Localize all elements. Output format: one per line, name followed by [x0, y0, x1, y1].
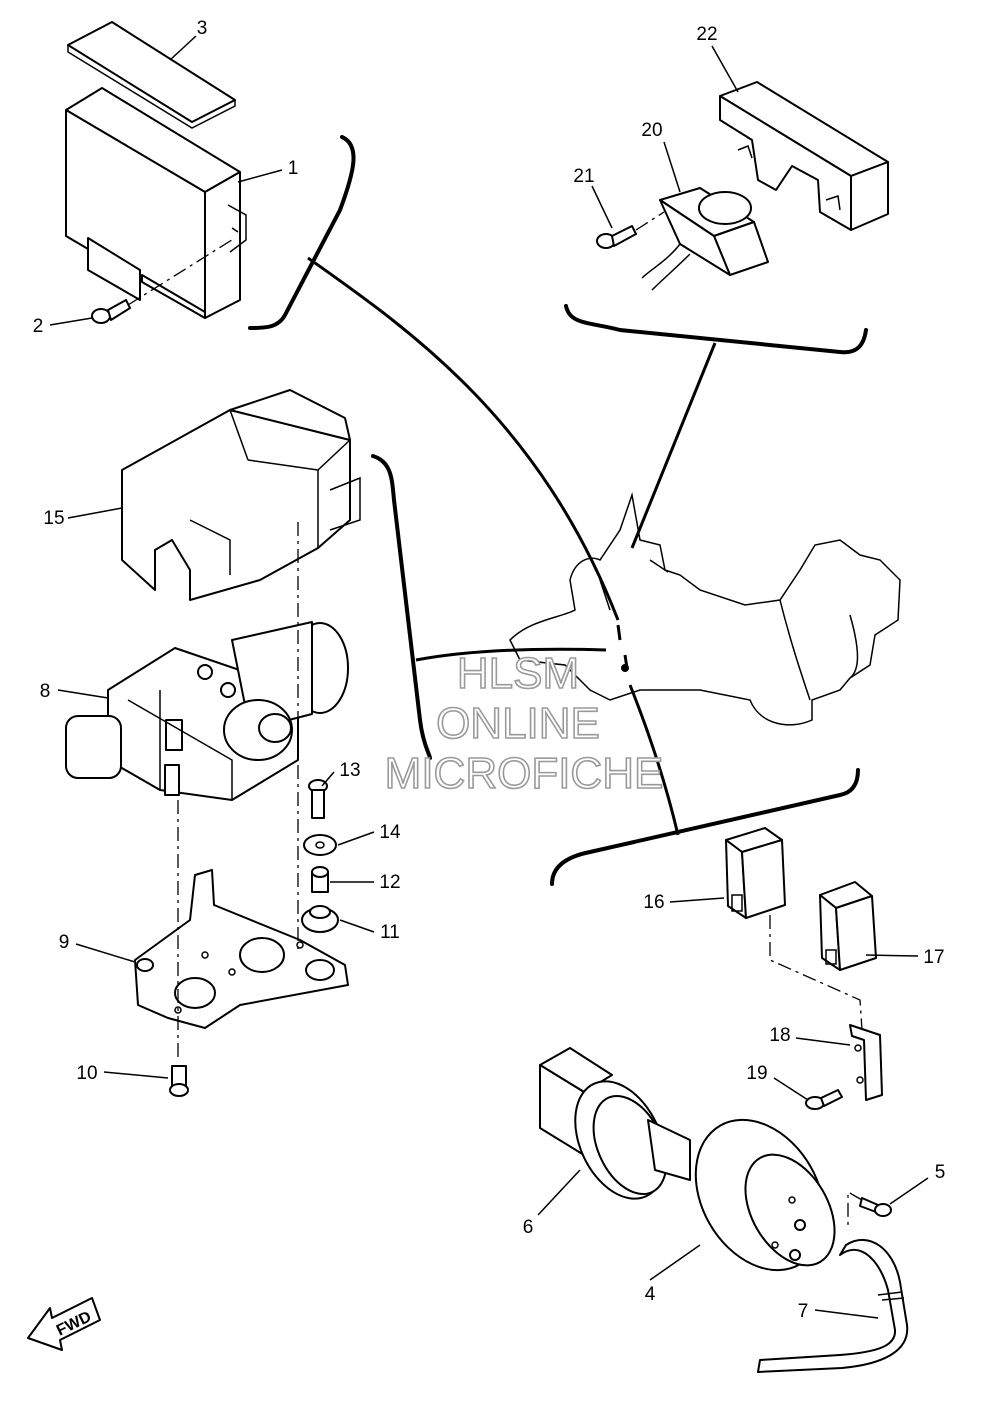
- part-22-cover: [719, 81, 889, 231]
- callout-13: 13: [339, 760, 360, 781]
- callout-1: 1: [288, 158, 299, 179]
- part-2-screw: [91, 237, 236, 324]
- callout-7: 7: [798, 1301, 809, 1322]
- callout-leader-14: [337, 831, 375, 846]
- callout-leader-10: [103, 1071, 169, 1079]
- callout-leader-18: [795, 1037, 851, 1046]
- location-leader-4: [628, 684, 680, 836]
- forward-arrow-icon: FWD: [27, 1297, 101, 1351]
- part-5-screw: [847, 1190, 892, 1230]
- callout-leader-7: [814, 1309, 879, 1319]
- callout-leader-3: [169, 35, 197, 61]
- location-leader-2: [630, 342, 717, 549]
- callout-4: 4: [645, 1284, 656, 1305]
- callout-17: 17: [923, 947, 944, 968]
- callout-2: 2: [33, 316, 44, 337]
- callout-leader-1: [237, 169, 283, 183]
- part-10-bolt: [169, 1065, 189, 1097]
- part-21-screw: [596, 211, 665, 249]
- callout-leader-15: [67, 507, 123, 519]
- part-12-collar: [311, 866, 329, 893]
- part-1-control-unit: [65, 87, 247, 319]
- watermark-line-2: ONLINE: [436, 699, 600, 748]
- callout-leader-6: [537, 1169, 581, 1216]
- callout-6: 6: [523, 1217, 534, 1238]
- part-6-horn: [539, 1047, 691, 1200]
- part-18-bracket: [849, 1024, 883, 1101]
- part-11-grommet: [301, 905, 339, 933]
- callout-5: 5: [935, 1162, 946, 1183]
- callout-leader-13: [321, 771, 335, 787]
- callout-22: 22: [696, 24, 717, 45]
- part-17-relay: [819, 881, 877, 971]
- callout-leader-2: [49, 317, 93, 326]
- part-4-horn-body: [694, 1118, 836, 1272]
- part-15-unit-cover: [121, 389, 361, 601]
- location-dot: [621, 664, 629, 672]
- part-7-hose: [757, 1239, 909, 1373]
- part-3-pad: [67, 21, 236, 129]
- group-bracket-top-right: [564, 304, 868, 355]
- part-13-bolt: [308, 779, 328, 819]
- callout-16: 16: [643, 892, 664, 913]
- callout-leader-19: [773, 1077, 809, 1101]
- part-8-hydraulic-unit: [65, 621, 349, 801]
- watermark-line-3: MICROFICHE: [385, 749, 664, 798]
- callout-leader-8: [57, 689, 109, 699]
- part-16-relay: [725, 827, 786, 919]
- callout-leader-22: [711, 45, 739, 93]
- callout-18: 18: [769, 1025, 790, 1046]
- location-mark: [616, 624, 629, 669]
- part-14-washer: [303, 834, 337, 856]
- callout-21: 21: [573, 166, 594, 187]
- location-leader-1: [307, 256, 620, 621]
- watermark-line-1: HLSM: [457, 649, 579, 698]
- callout-leader-11: [339, 919, 375, 933]
- group-bracket-top-left: [248, 135, 356, 330]
- part-20-relay: [641, 187, 769, 291]
- callout-leader-4: [649, 1244, 701, 1281]
- motorcycle-silhouette: [509, 492, 901, 726]
- callout-10: 10: [76, 1063, 97, 1084]
- callout-19: 19: [746, 1063, 767, 1084]
- callout-leader-16: [669, 897, 725, 903]
- callout-3: 3: [197, 18, 208, 39]
- callout-leader-20: [663, 141, 681, 193]
- group-bracket-bottom-right: [550, 768, 860, 886]
- callout-8: 8: [40, 681, 51, 702]
- callout-11: 11: [380, 922, 400, 943]
- callout-12: 12: [379, 872, 400, 893]
- part-19-screw: [805, 1089, 843, 1110]
- part-9-bracket: [134, 869, 349, 1029]
- group-bracket-middle: [371, 454, 432, 760]
- callout-leader-5: [889, 1177, 929, 1205]
- callout-9: 9: [59, 932, 70, 953]
- callout-20: 20: [641, 120, 662, 141]
- callout-leader-9: [75, 943, 136, 963]
- callout-leader-21: [591, 185, 613, 229]
- callout-leader-17: [865, 954, 919, 957]
- callout-14: 14: [379, 822, 401, 843]
- assembly-line-relays: [769, 915, 863, 1031]
- callout-15: 15: [43, 508, 64, 529]
- location-leader-3: [415, 647, 607, 662]
